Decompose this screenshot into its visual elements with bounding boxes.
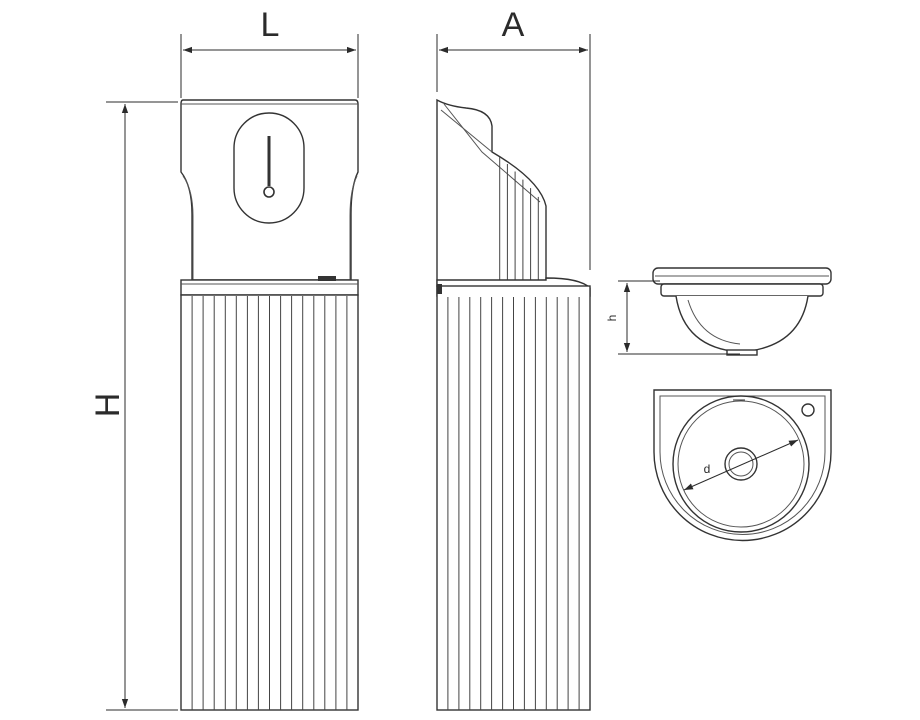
drain-hole bbox=[724, 447, 758, 481]
dimension-height: H bbox=[89, 101, 178, 711]
label-length: L bbox=[261, 6, 280, 44]
label-height: H bbox=[89, 393, 127, 418]
basin-top-view: d bbox=[653, 389, 832, 542]
dimension-length: L bbox=[180, 6, 359, 98]
label-depth: A bbox=[502, 6, 525, 44]
dimension-depth: A bbox=[436, 6, 591, 270]
tap-hole bbox=[801, 403, 815, 417]
front-view bbox=[180, 99, 359, 711]
label-basin-diameter: d bbox=[704, 462, 711, 476]
label-basin-height: h bbox=[605, 315, 619, 322]
side-view bbox=[436, 98, 591, 711]
basin-side-view: h bbox=[605, 267, 832, 356]
